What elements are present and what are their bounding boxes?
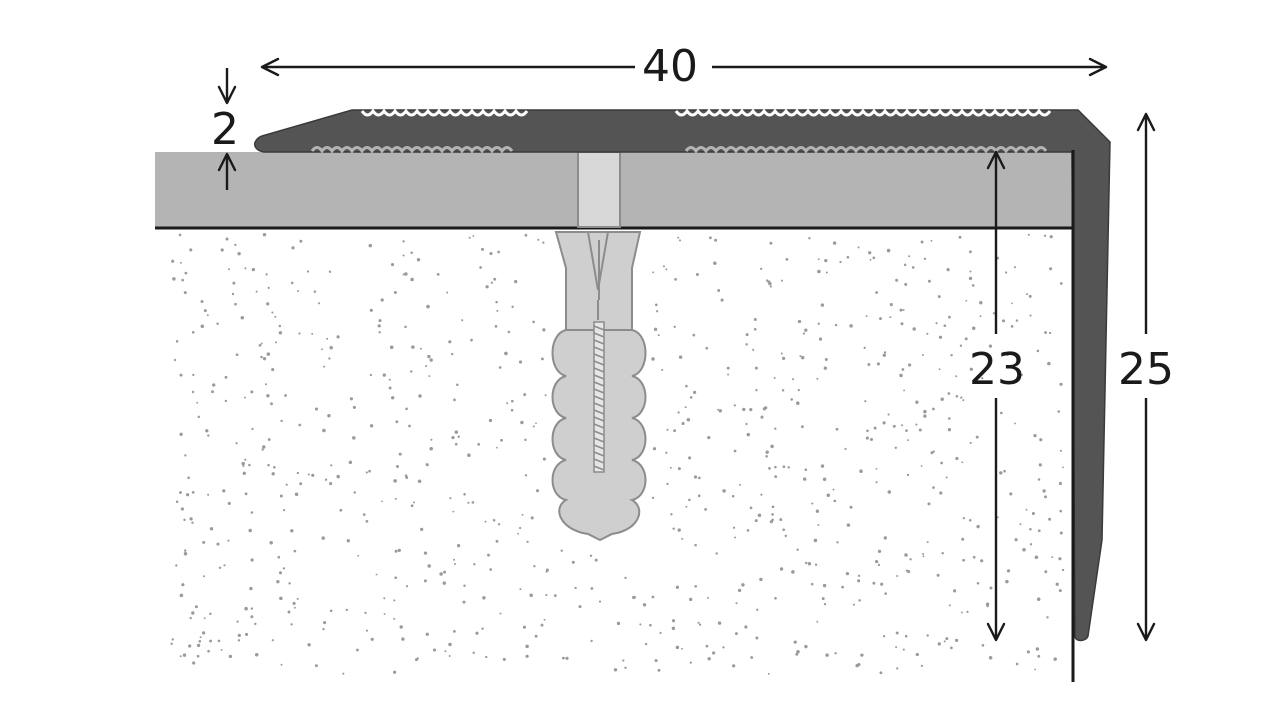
profile-top-grooves	[360, 108, 1052, 117]
dimension-width-label: 40	[642, 41, 698, 92]
screw-channel	[577, 151, 621, 228]
concrete-subfloor	[170, 232, 1065, 675]
nosing-profile	[254, 109, 1111, 642]
dimension-total-height: 25	[1118, 112, 1174, 642]
dimension-inner-height-label: 23	[969, 344, 1025, 395]
wall-anchor	[551, 231, 647, 542]
dimension-lip-thickness: 2	[211, 68, 239, 190]
dimension-total-height-label: 25	[1118, 344, 1174, 395]
dimension-lip-thickness-label: 2	[211, 104, 239, 155]
profile-bottom-grooves	[310, 146, 1048, 154]
screw	[593, 321, 605, 473]
dimension-width: 40	[260, 41, 1108, 92]
dimension-inner-height: 23	[969, 150, 1025, 642]
